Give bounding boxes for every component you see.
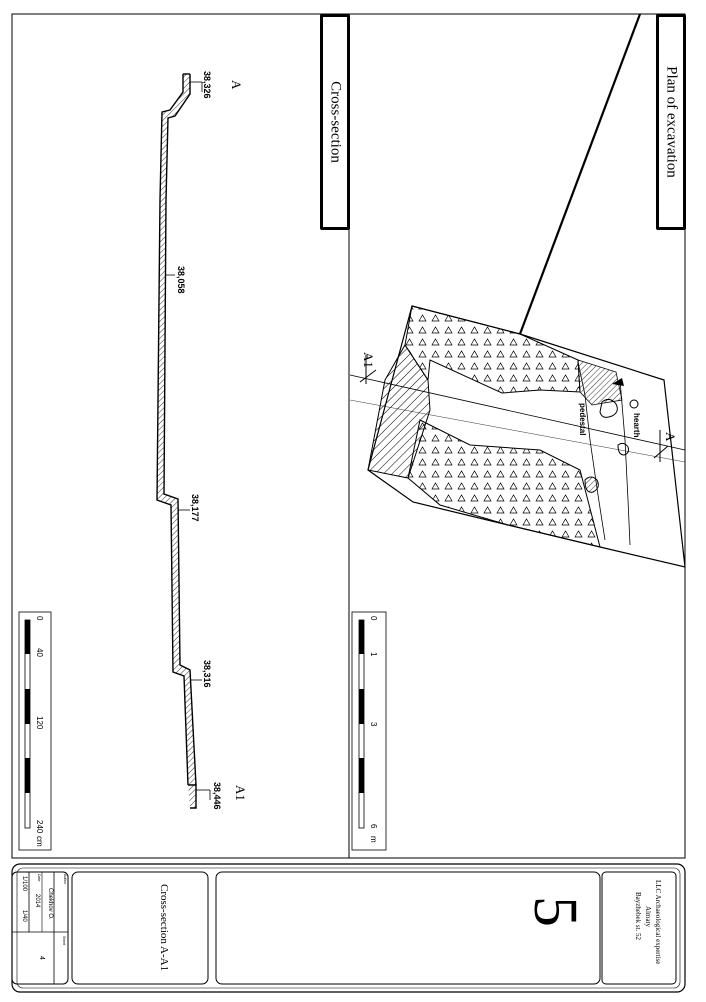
section-point-a: A xyxy=(229,80,244,90)
hearth-label: hearth xyxy=(632,413,641,438)
organization-address: Bayzhebek st. 52 xyxy=(634,892,642,941)
plan-point-a1: A1 xyxy=(361,352,376,368)
plan-scale-tick: 1 xyxy=(369,652,378,657)
section-scale-tick: 0 xyxy=(35,616,44,621)
plan-scale-tick: 3 xyxy=(369,722,378,727)
sheet-value: 4 xyxy=(38,956,45,960)
plan-scale-unit: m xyxy=(369,836,378,843)
section-title: Cross-section xyxy=(327,81,344,163)
section-scale-tick: 120 xyxy=(35,716,44,730)
section-title-frame: Cross-section xyxy=(320,14,350,230)
scale-value: 1/40 xyxy=(21,910,27,922)
organization-city: Almaty xyxy=(644,906,652,927)
section-scale-unit: cm xyxy=(35,836,44,847)
elevation-label: 38,446 xyxy=(212,782,222,810)
elevation-label: 38,058 xyxy=(176,266,186,294)
section-point-a1: A1 xyxy=(233,785,248,801)
section-scale-tick: 40 xyxy=(35,648,44,657)
sheet-caption: Sheet xyxy=(62,936,66,946)
sheet-number: 5 xyxy=(521,896,589,927)
plan-point-a: A xyxy=(663,432,678,442)
elevation-label: 38,177 xyxy=(190,494,200,522)
scale-value: 1/100 xyxy=(21,876,27,892)
section-scale-tick: 240 xyxy=(35,820,44,834)
plan-scale-tick: 6 xyxy=(369,824,378,829)
year-value: 2014 xyxy=(34,894,40,908)
plan-title: Plan of excavation xyxy=(663,66,680,178)
author-name: Chekhov O. xyxy=(47,888,53,920)
pedestal-label: pedestal xyxy=(578,403,587,436)
elevation-label: 38,316 xyxy=(202,660,212,688)
author-caption: Author xyxy=(63,874,67,885)
sheet-title: Cross-section A-A1 xyxy=(158,884,170,972)
plan-title-frame: Plan of excavation xyxy=(656,14,686,230)
plan-scale-tick: 0 xyxy=(369,616,378,621)
year-caption: Date xyxy=(37,874,41,882)
organization-name: LLC Archaeological expertise xyxy=(654,880,662,965)
elevation-label: 38,326 xyxy=(202,71,212,99)
